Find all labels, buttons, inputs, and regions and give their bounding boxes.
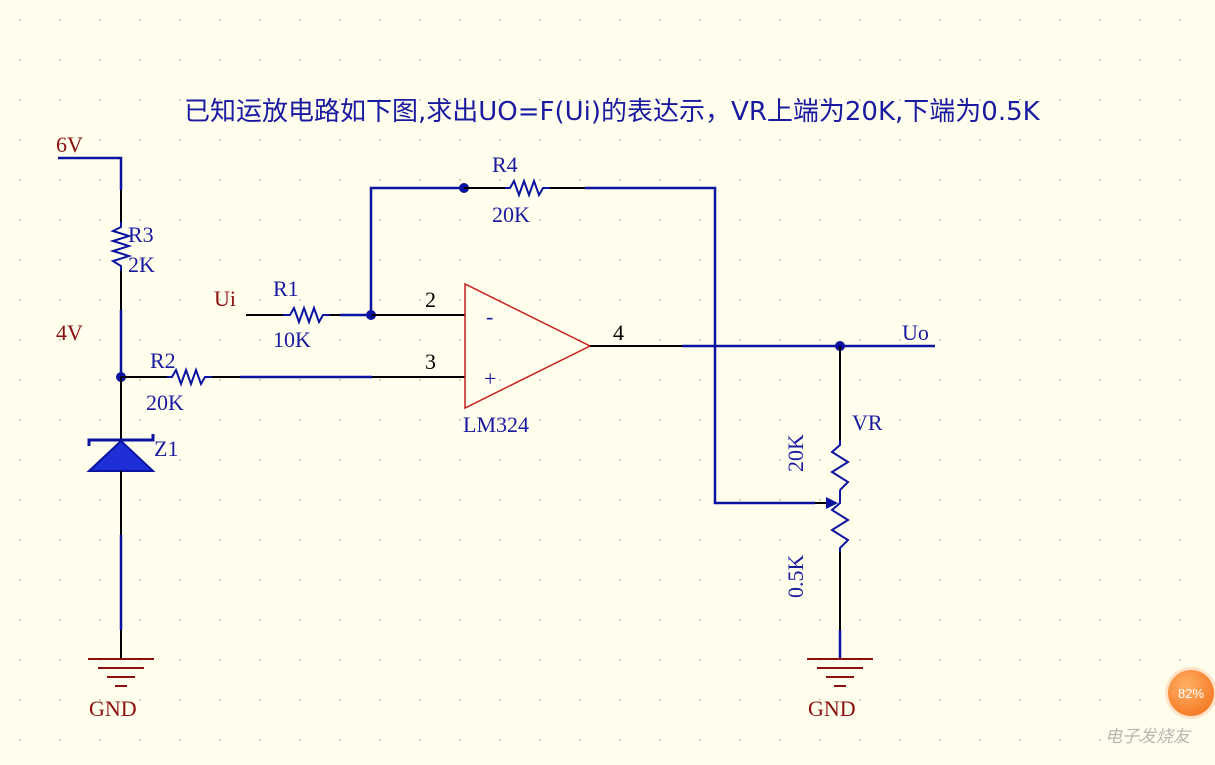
r4-resistor xyxy=(505,178,550,198)
label-vr-bottom: 0.5K xyxy=(783,555,808,599)
label-opamp: LM324 xyxy=(463,412,529,437)
vr-upper-resistor xyxy=(830,440,850,491)
watermark: 电子发烧友 xyxy=(1105,727,1190,747)
r1-resistor xyxy=(283,305,330,325)
label-plus: + xyxy=(484,366,496,391)
problem-title: 已知运放电路如下图,求出UO=F(Ui)的表达示，VR上端为20K,下端为0.5… xyxy=(184,97,1040,127)
label-pin3: 3 xyxy=(425,349,436,374)
vr-wiper-arrow-icon xyxy=(826,497,838,509)
label-r2-name: R2 xyxy=(150,348,176,373)
label-uo: Uo xyxy=(902,320,929,345)
label-r1-name: R1 xyxy=(273,276,299,301)
ground-right-icon xyxy=(807,658,873,687)
r3-resistor xyxy=(109,222,133,271)
label-r4-value: 20K xyxy=(492,202,530,227)
label-gnd-left: GND xyxy=(89,696,137,721)
label-r2-value: 20K xyxy=(146,390,184,415)
label-r4-name: R4 xyxy=(492,152,518,177)
label-6v: 6V xyxy=(56,132,83,157)
label-pin4: 4 xyxy=(613,320,624,345)
r2-resistor xyxy=(167,367,212,387)
label-pin2: 2 xyxy=(425,287,436,312)
label-r3-name: R3 xyxy=(128,222,154,247)
vr-lower-resistor xyxy=(830,490,850,552)
zener-bar xyxy=(87,434,155,446)
opamp-lm324 xyxy=(464,282,592,410)
label-gnd-right: GND xyxy=(808,696,856,721)
label-minus: - xyxy=(486,304,493,329)
label-vr-top: 20K xyxy=(783,434,808,472)
label-ui: Ui xyxy=(214,286,236,311)
label-r1-value: 10K xyxy=(273,327,311,352)
ground-left-icon xyxy=(88,658,154,687)
label-4v: 4V xyxy=(56,320,83,345)
zoom-badge[interactable]: 82% xyxy=(1168,670,1214,716)
feedback-wire-left xyxy=(369,186,464,315)
label-z1: Z1 xyxy=(154,436,178,461)
supply-6v-wire xyxy=(58,156,123,190)
label-vr: VR xyxy=(852,410,883,435)
label-r3-value: 2K xyxy=(128,252,155,277)
